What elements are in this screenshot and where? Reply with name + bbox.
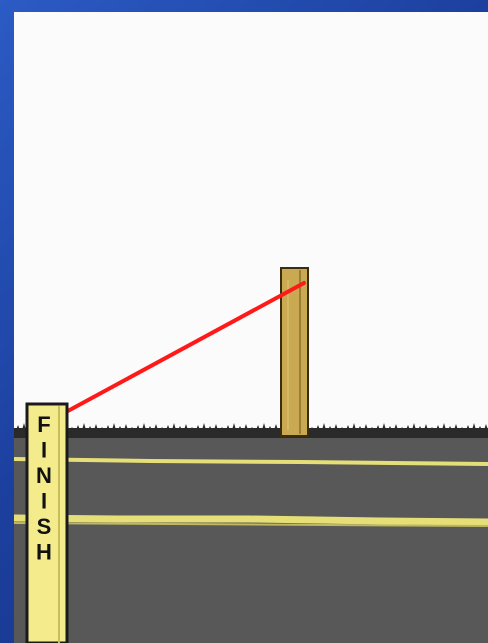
sign-letter: S bbox=[37, 514, 52, 539]
sign-letter: I bbox=[41, 438, 47, 463]
sign-letter: I bbox=[41, 489, 47, 514]
sign-letter: F bbox=[37, 412, 50, 437]
sign-letter: N bbox=[36, 463, 52, 488]
sign-letter: H bbox=[36, 540, 52, 565]
lane-line-lower bbox=[14, 518, 488, 522]
